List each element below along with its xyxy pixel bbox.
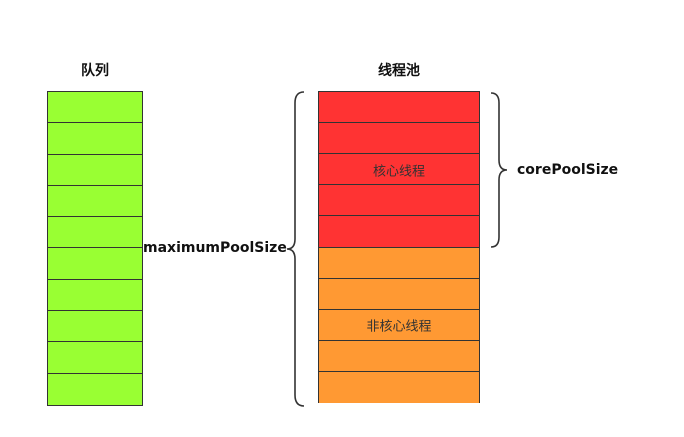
queue-cell xyxy=(48,185,142,218)
queue-cell xyxy=(48,373,142,405)
queue-cell xyxy=(48,154,142,186)
queue-cell xyxy=(48,342,142,374)
core-thread-cell xyxy=(319,185,479,216)
non-core-thread-cell xyxy=(319,372,479,403)
core-thread-cell xyxy=(319,154,479,185)
queue-stack xyxy=(47,91,143,406)
core-threads-label: 核心线程 xyxy=(372,164,426,180)
maximum-pool-size-label: maximumPoolSize xyxy=(143,240,287,256)
non-core-thread-cell xyxy=(319,341,479,372)
maximum-pool-size-brace xyxy=(286,91,305,407)
queue-cell xyxy=(48,123,142,155)
core-threads-group xyxy=(319,92,479,248)
non-core-threads-label: 非核心线程 xyxy=(366,319,432,335)
thread-pool-title: 线程池 xyxy=(378,63,420,79)
core-thread-cell xyxy=(319,92,479,123)
non-core-threads-group xyxy=(319,248,479,403)
non-core-thread-cell xyxy=(319,248,479,279)
core-thread-cell xyxy=(319,216,479,247)
core-thread-cell xyxy=(319,123,479,154)
queue-cell xyxy=(48,248,142,280)
core-pool-size-label: corePoolSize xyxy=(517,162,619,178)
queue-title: 队列 xyxy=(81,63,109,79)
queue-cell xyxy=(48,92,142,124)
core-pool-size-brace xyxy=(490,92,508,248)
non-core-thread-cell xyxy=(319,279,479,310)
queue-cell xyxy=(48,311,142,343)
non-core-thread-cell xyxy=(319,310,479,341)
queue-cell xyxy=(48,279,142,312)
queue-cell xyxy=(48,217,142,249)
thread-pool-stack xyxy=(318,91,480,403)
